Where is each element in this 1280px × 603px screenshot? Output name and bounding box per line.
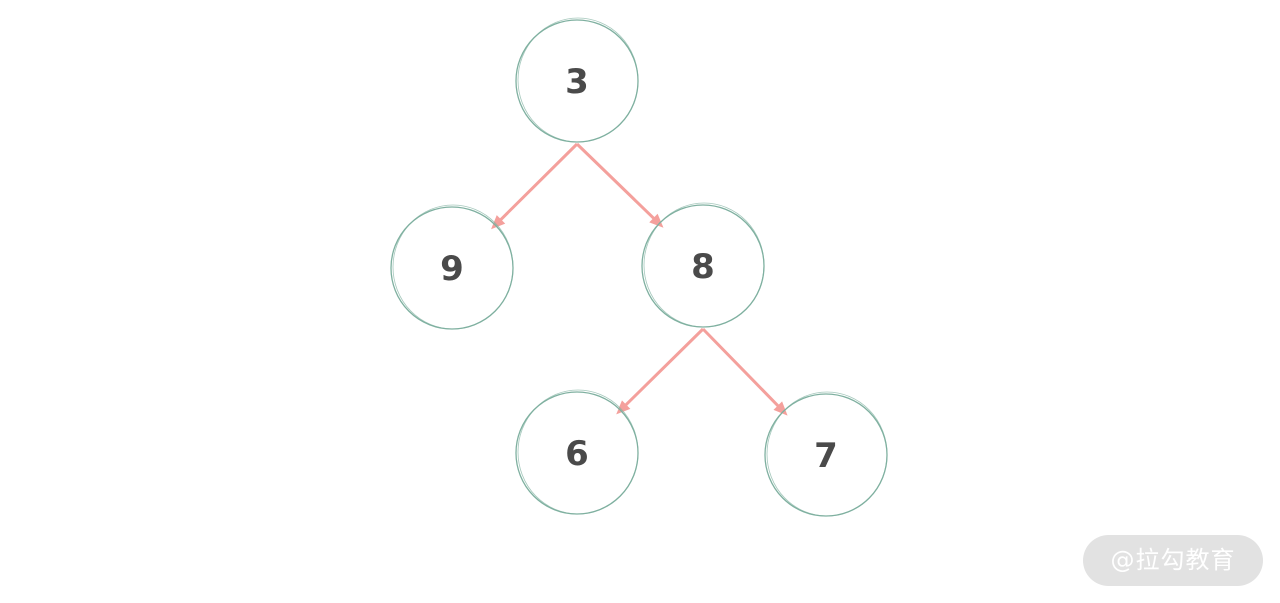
arrowhead-icon <box>649 213 664 228</box>
node-circle-sketch <box>392 204 514 330</box>
nodes-layer: 3 9 8 6 7 <box>390 17 888 517</box>
edge-line <box>701 327 784 411</box>
tree-node-3: 3 <box>515 17 639 143</box>
arrowhead-icon <box>773 401 788 416</box>
edge-n3-n8 <box>575 142 664 228</box>
edge-n8-n7 <box>701 327 788 416</box>
edge-line <box>620 327 705 410</box>
tree-node-7: 7 <box>764 391 888 517</box>
node-label: 7 <box>814 436 838 476</box>
edge-n8-n6 <box>616 327 705 415</box>
arrowhead-icon <box>616 400 631 415</box>
node-circle-sketch <box>517 389 639 515</box>
edge-line <box>575 142 659 224</box>
edge-n3-n9 <box>491 142 579 230</box>
tree-node-9: 9 <box>390 204 514 330</box>
node-label: 8 <box>691 247 715 287</box>
edge-line <box>495 142 579 225</box>
node-circle-sketch <box>643 202 765 328</box>
tree-node-8: 8 <box>641 202 765 328</box>
arrowhead-icon <box>491 215 506 230</box>
edges-layer <box>491 142 788 416</box>
node-label: 6 <box>565 434 589 474</box>
node-circle-sketch <box>766 391 888 517</box>
node-label: 3 <box>565 62 589 102</box>
node-circle-sketch <box>517 17 639 143</box>
watermark-badge: @拉勾教育 <box>1083 535 1263 586</box>
node-label: 9 <box>440 249 464 289</box>
tree-node-6: 6 <box>515 389 639 515</box>
